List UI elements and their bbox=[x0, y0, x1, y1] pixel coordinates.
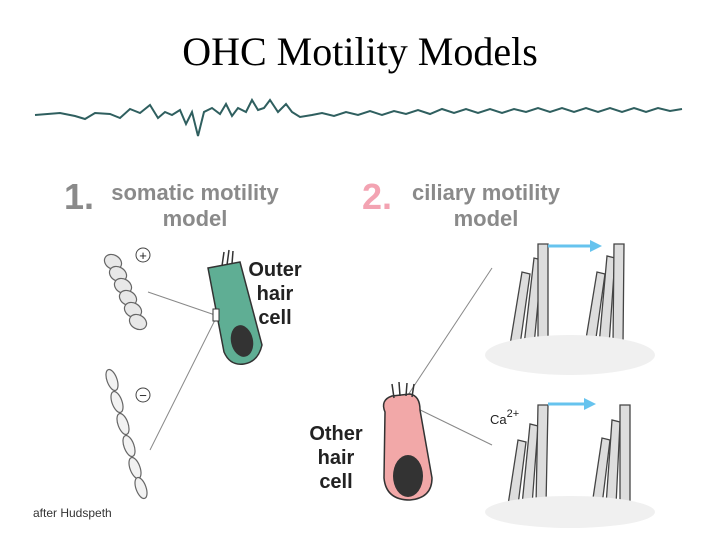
outer-hair-cell-label-line1: Outer bbox=[244, 258, 306, 282]
ciliary-bundle-lower-left bbox=[508, 405, 548, 505]
lower-bundle-base bbox=[485, 496, 655, 528]
leader-line-upper-bundle bbox=[408, 268, 492, 395]
waveform-divider bbox=[35, 100, 682, 136]
ciliary-bundle-lower-right bbox=[592, 405, 630, 505]
ciliary-model-heading: ciliary motility model bbox=[400, 180, 572, 232]
plus-symbol: + bbox=[139, 248, 147, 263]
other-hair-cell-nucleus bbox=[393, 455, 423, 497]
outer-hair-cell-label: Outer hair cell bbox=[244, 258, 306, 330]
other-hair-cell-label-line3: cell bbox=[308, 470, 364, 494]
lower-force-arrowhead bbox=[584, 398, 596, 410]
outer-hair-cell-label-line2: hair bbox=[244, 282, 306, 306]
ciliary-heading-line1: ciliary motility bbox=[400, 180, 572, 206]
upper-bundle-base bbox=[485, 335, 655, 375]
contracted-membrane-chain bbox=[102, 251, 150, 332]
leader-line-contracted bbox=[148, 292, 215, 315]
ciliary-heading-line2: model bbox=[400, 206, 572, 232]
calcium-ion-label: Ca2+ bbox=[490, 408, 519, 427]
calcium-ion-charge: 2+ bbox=[507, 408, 520, 420]
source-credit: after Hudspeth bbox=[33, 506, 112, 520]
ciliary-bundle-upper-left bbox=[510, 244, 548, 345]
leader-line-elongated bbox=[150, 320, 215, 450]
somatic-heading-line1: somatic motility bbox=[105, 180, 285, 206]
upper-force-arrowhead bbox=[590, 240, 602, 252]
other-hair-cell-label-line1: Other bbox=[308, 422, 364, 446]
ciliary-bundle-upper-right bbox=[585, 244, 624, 345]
minus-symbol: − bbox=[139, 388, 147, 403]
somatic-model-number: 1. bbox=[64, 176, 94, 218]
other-hair-cell-label-line2: hair bbox=[308, 446, 364, 470]
somatic-heading-line2: model bbox=[105, 206, 285, 232]
outer-hair-cell-bundle bbox=[222, 250, 233, 266]
other-hair-cell bbox=[384, 382, 432, 500]
somatic-model-heading: somatic motility model bbox=[105, 180, 285, 232]
outer-hair-cell-label-line3: cell bbox=[244, 306, 306, 330]
ciliary-model-number: 2. bbox=[362, 176, 392, 218]
other-hair-cell-label: Other hair cell bbox=[308, 422, 364, 494]
